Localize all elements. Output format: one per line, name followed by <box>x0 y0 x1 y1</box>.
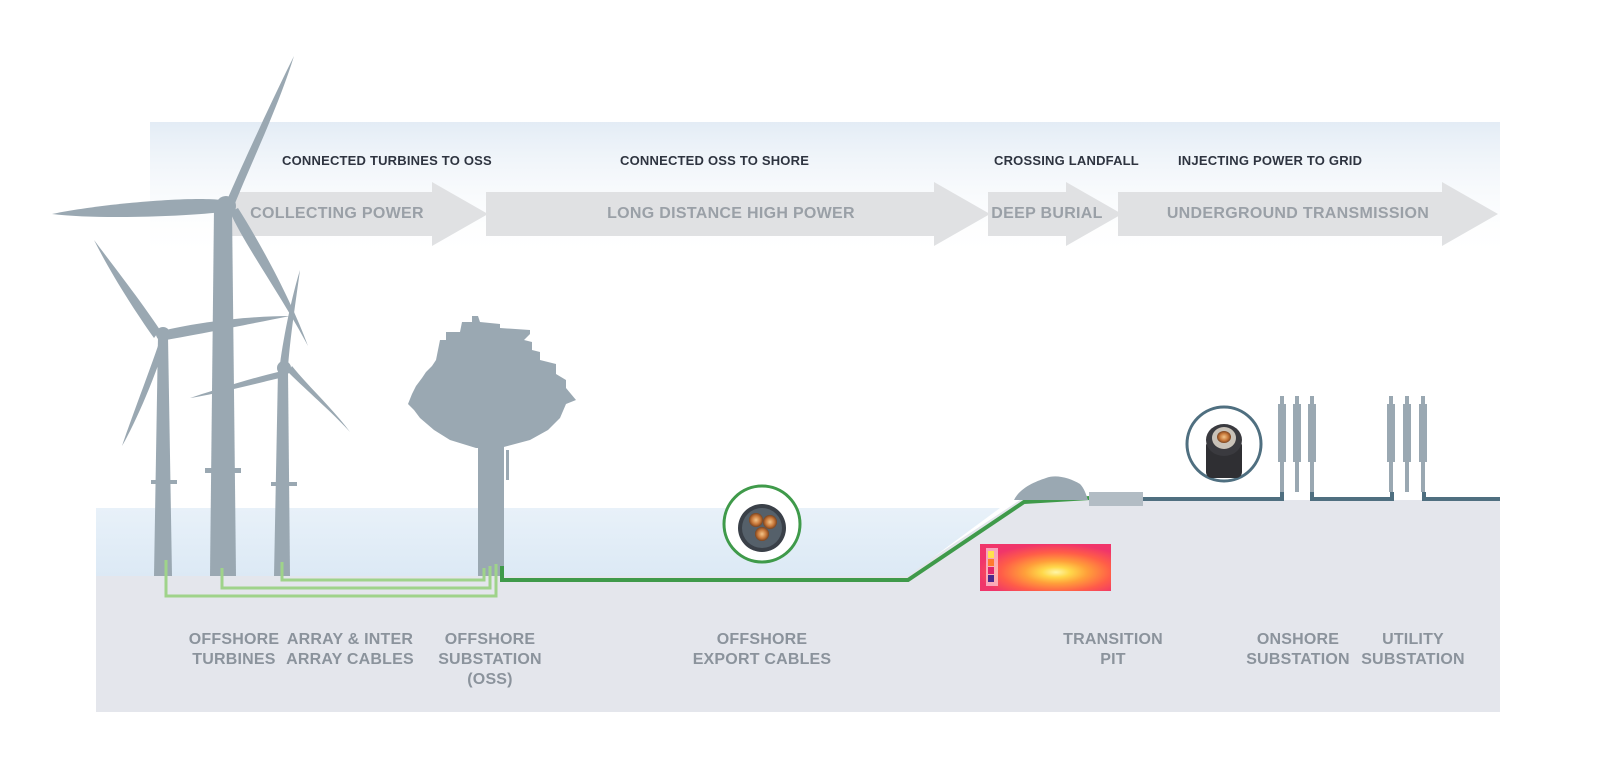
label-offshore-substation-line2: SUBSTATION <box>438 651 542 668</box>
label-transition-pit-line1: TRANSITION <box>1063 631 1163 648</box>
label-transition-pit: TRANSITION PIT <box>1043 630 1183 670</box>
label-onshore-substation: ONSHORE SUBSTATION <box>1238 630 1358 670</box>
label-export-cables-line1: OFFSHORE <box>716 631 808 648</box>
label-export-cables: OFFSHORE EXPORT CABLES <box>672 630 852 670</box>
stage-heading-underground: INJECTING POWER TO GRID <box>1178 153 1363 168</box>
arrow-collecting-power <box>232 182 488 246</box>
stage-arrows <box>232 182 1498 246</box>
label-onshore-substation-line1: ONSHORE <box>1256 631 1340 648</box>
stage-label-collect: COLLECTING POWER <box>250 205 424 222</box>
stage-label-underground: UNDERGROUND TRANSMISSION <box>1166 205 1430 222</box>
seabed <box>96 500 1500 712</box>
label-offshore-turbines: OFFSHORE TURBINES <box>159 630 309 670</box>
label-offshore-substation-line3: (OSS) <box>467 671 513 688</box>
stage-heading-burial: CROSSING LANDFALL <box>994 153 1139 168</box>
label-offshore-turbines-line1: OFFSHORE <box>188 631 280 648</box>
stage-label-burial: DEEP BURIAL <box>991 205 1103 222</box>
transition-pit-mound <box>1014 476 1088 500</box>
bushing-icon <box>1278 396 1427 492</box>
onshore-cable-section-icon <box>1185 405 1263 483</box>
label-array-cables-line2: ARRAY CABLES <box>286 651 414 668</box>
label-array-cables: ARRAY & INTER ARRAY CABLES <box>270 630 430 670</box>
arrow-long-distance <box>486 182 990 246</box>
stage-label-longdistance: LONG DISTANCE HIGH POWER <box>607 205 855 222</box>
transition-joint <box>1089 492 1143 506</box>
stage-heading-collect: CONNECTED TURBINES TO OSS <box>282 153 492 168</box>
label-onshore-substation-line2: SUBSTATION <box>1246 651 1350 668</box>
label-array-cables-line1: ARRAY & INTER <box>286 631 414 648</box>
utility-grid-cable <box>1422 492 1500 501</box>
arrow-deep-burial <box>988 182 1122 246</box>
label-offshore-substation-line1: OFFSHORE <box>444 631 536 648</box>
arrow-underground <box>1118 182 1498 246</box>
export-cable <box>500 496 1091 582</box>
label-utility-substation: UTILITY SUBSTATION <box>1354 630 1472 670</box>
label-utility-substation-line2: SUBSTATION <box>1361 651 1465 668</box>
onshore-cable <box>1143 492 1284 501</box>
offshore-platform-icon <box>408 316 576 576</box>
stage-heading-longdistance: CONNECTED OSS TO SHORE <box>620 153 810 168</box>
onshore-substation-bushings <box>1278 396 1316 492</box>
wind-turbine-icon <box>52 56 350 576</box>
label-export-cables-line2: EXPORT CABLES <box>692 651 832 668</box>
label-transition-pit-line2: PIT <box>1100 651 1126 668</box>
onshore-to-utility-cable <box>1310 492 1394 501</box>
array-cables <box>164 560 498 598</box>
thermal-image-icon <box>980 544 1111 591</box>
utility-substation-bushings <box>1387 396 1427 492</box>
cable-cross-section-icon <box>722 484 802 564</box>
label-utility-substation-line1: UTILITY <box>1382 631 1444 648</box>
label-offshore-substation: OFFSHORE SUBSTATION (OSS) <box>415 630 565 690</box>
label-offshore-turbines-line2: TURBINES <box>192 651 276 668</box>
